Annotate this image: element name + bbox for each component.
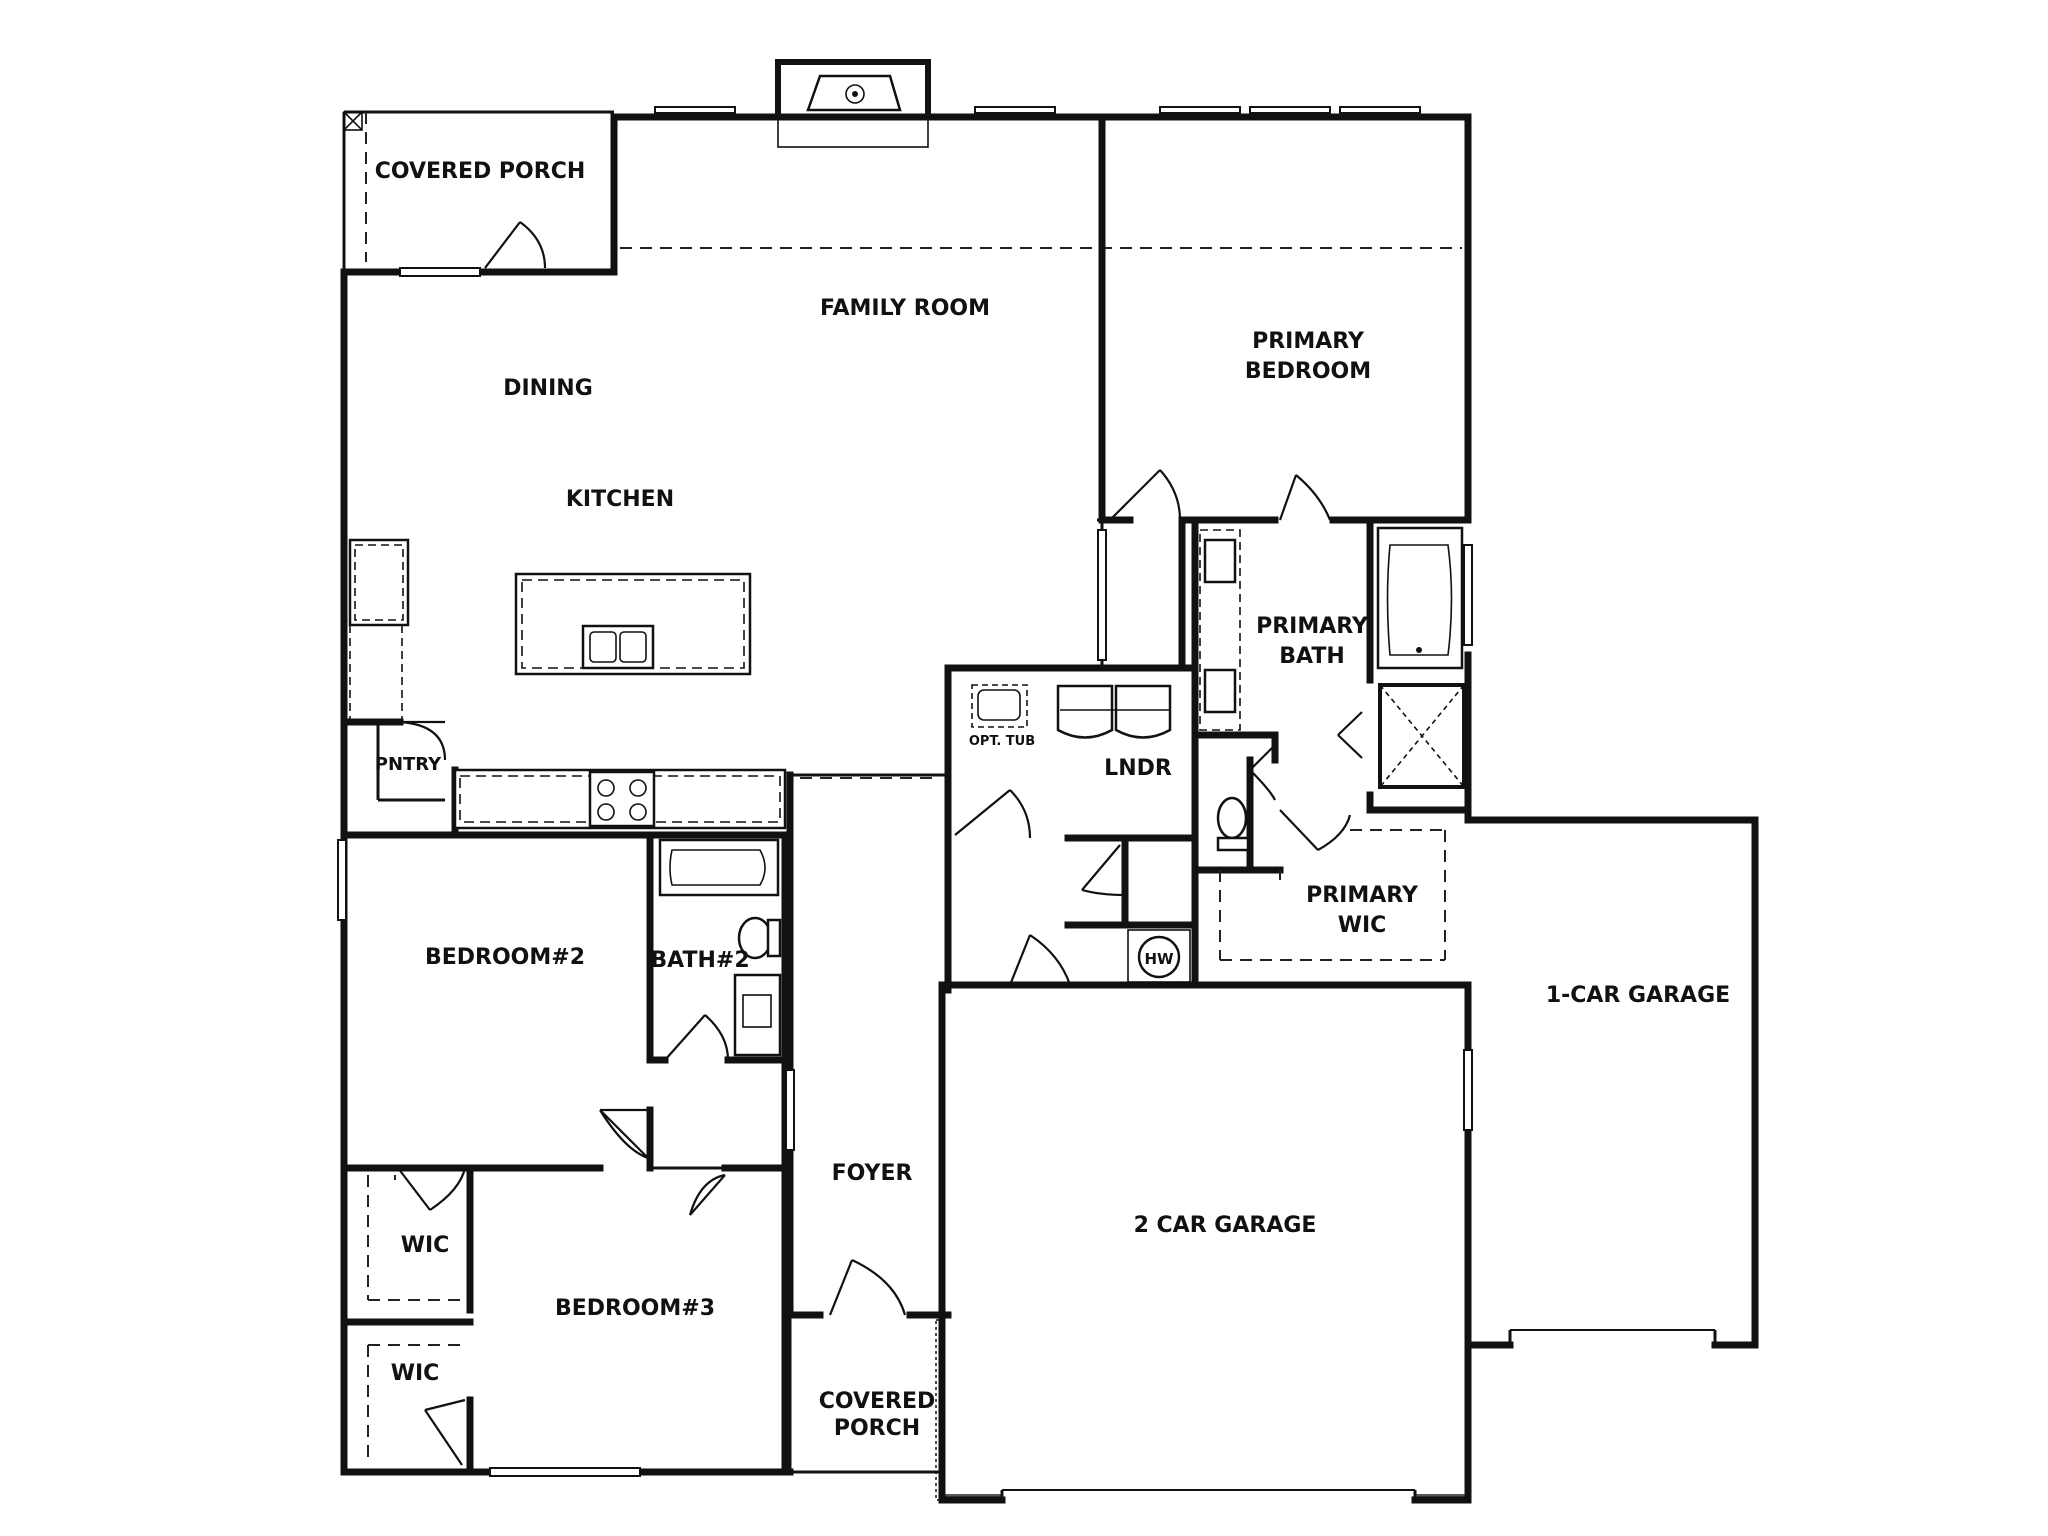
water-heater bbox=[1127, 929, 1191, 983]
label-primary-bedroom-line2: BEDROOM bbox=[1245, 359, 1371, 384]
label-opt-tub: OPT. TUB bbox=[969, 734, 1035, 749]
windows bbox=[337, 106, 1473, 1477]
laundry-fixtures bbox=[971, 684, 1172, 739]
label-kitchen: KITCHEN bbox=[566, 487, 674, 512]
label-primary-bath-line2: BATH bbox=[1279, 644, 1345, 669]
label-foyer: FOYER bbox=[832, 1161, 913, 1186]
label-primary-bedroom-line1: PRIMARY bbox=[1252, 329, 1365, 354]
label-water-heater: HW bbox=[1144, 950, 1174, 968]
label-bath-2: BATH#2 bbox=[650, 948, 749, 973]
garage-wall-hatch bbox=[935, 1319, 1468, 1502]
label-primary-wic-line1: PRIMARY bbox=[1306, 883, 1419, 908]
label-one-car-garage: 1-CAR GARAGE bbox=[1546, 983, 1730, 1008]
label-pantry: PNTRY bbox=[375, 754, 442, 775]
fireplace bbox=[775, 59, 931, 148]
covered-porch-top bbox=[342, 110, 614, 272]
label-dining: DINING bbox=[503, 376, 593, 401]
label-primary-bath-line1: PRIMARY bbox=[1256, 614, 1369, 639]
label-covered-porch-front-line2: PORCH bbox=[834, 1416, 920, 1441]
label-bedroom-3: BEDROOM#3 bbox=[555, 1296, 715, 1321]
label-bedroom-2: BEDROOM#2 bbox=[425, 945, 585, 970]
label-wic-upper: WIC bbox=[401, 1233, 450, 1258]
label-covered-porch-top: COVERED PORCH bbox=[375, 159, 586, 184]
label-covered-porch-front-line1: COVERED bbox=[819, 1389, 936, 1414]
label-laundry: LNDR bbox=[1104, 756, 1172, 781]
primary-bath-fixtures bbox=[1199, 526, 1466, 852]
label-two-car-garage: 2 CAR GARAGE bbox=[1134, 1213, 1317, 1238]
label-primary-wic-line2: WIC bbox=[1338, 913, 1387, 938]
label-family-room: FAMILY ROOM bbox=[820, 296, 990, 321]
room-labels: COVERED PORCH FAMILY ROOM PRIMARY BEDROO… bbox=[375, 159, 1730, 1441]
kitchen-fixtures bbox=[348, 538, 787, 830]
doors bbox=[397, 221, 1363, 1466]
label-wic-lower: WIC bbox=[391, 1361, 440, 1386]
bath2-fixtures bbox=[658, 838, 782, 1057]
